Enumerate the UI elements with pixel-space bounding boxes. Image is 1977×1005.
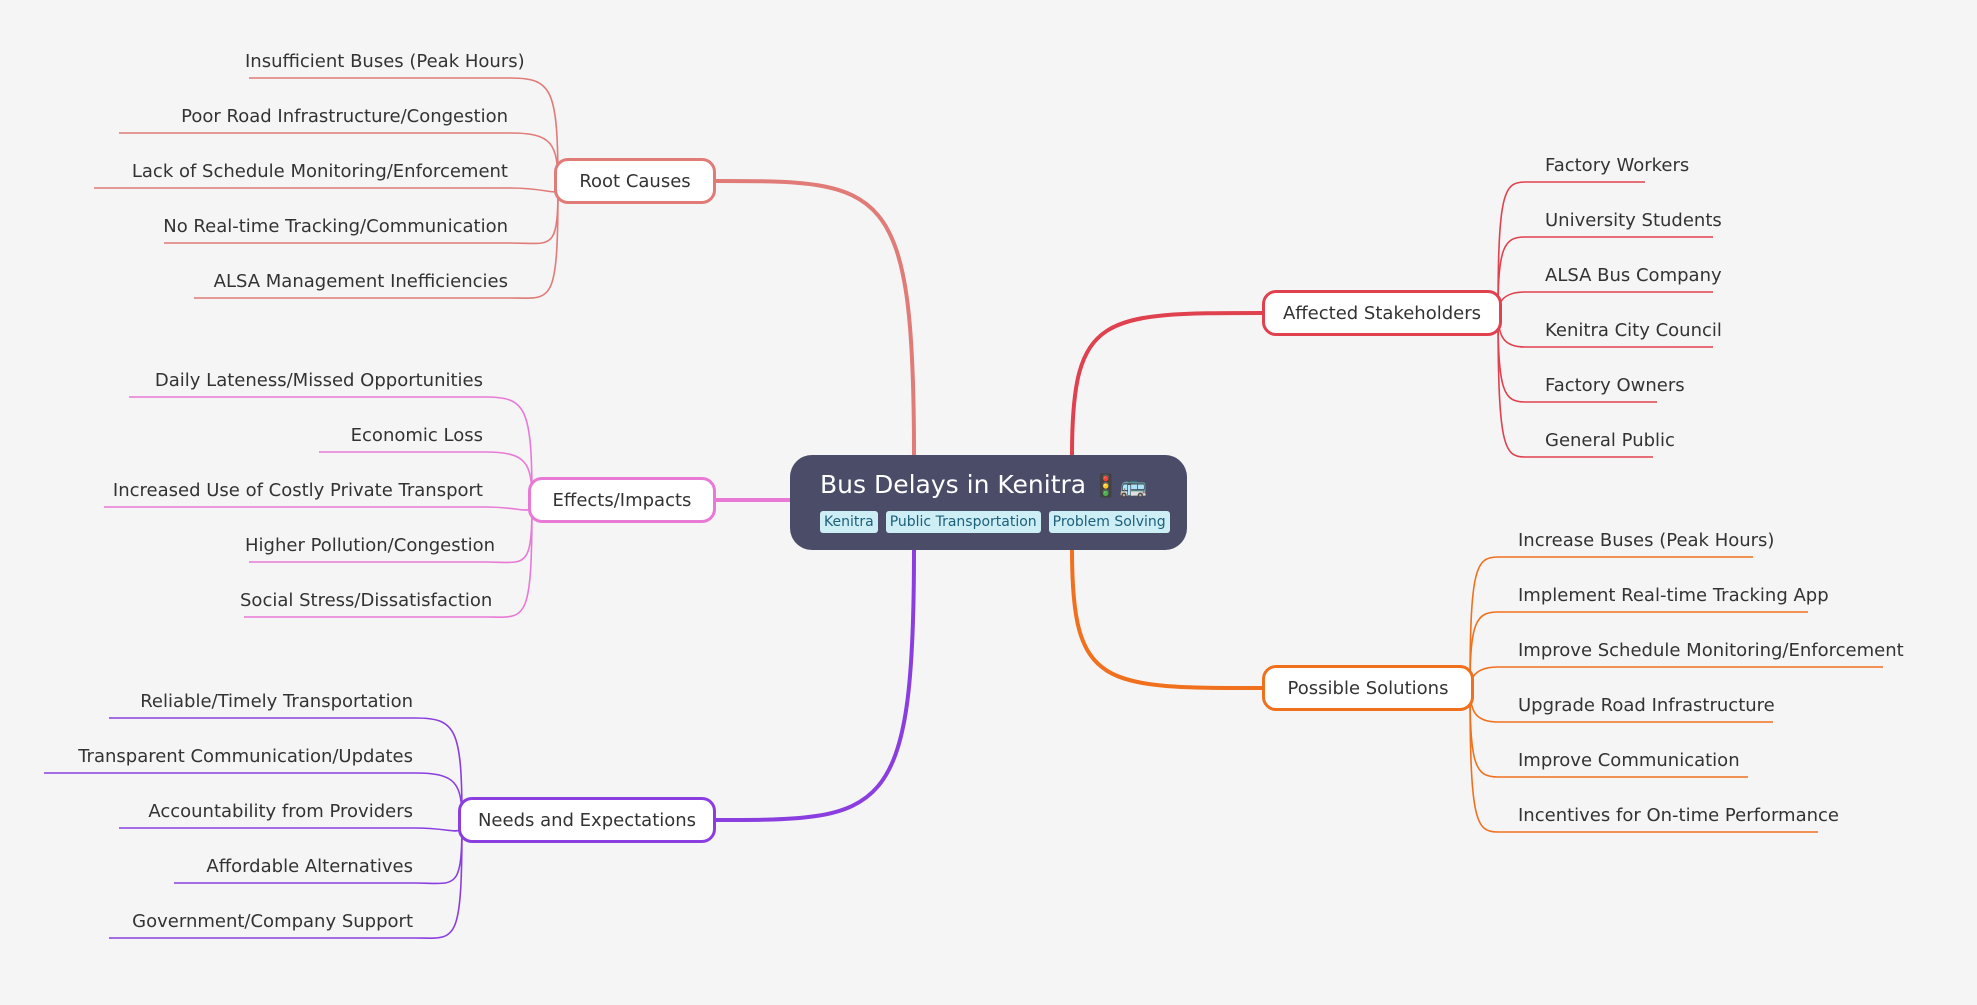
leaf-line [249, 77, 559, 187]
leaf-line [194, 185, 559, 299]
branch-effects-impacts[interactable]: Effects/Impacts [528, 477, 716, 523]
leaf-alsa-management-inefficiencies[interactable]: ALSA Management Inefficiencies [213, 271, 508, 292]
leaf-accountability-from-providers[interactable]: Accountability from Providers [148, 801, 413, 822]
tag-public-transportation[interactable]: Public Transportation [885, 511, 1041, 533]
leaf-affordable-alternatives[interactable]: Affordable Alternatives [206, 856, 413, 877]
leaf-improve-schedule-monitoring-enforcement[interactable]: Improve Schedule Monitoring/Enforcement [1518, 640, 1904, 661]
leaf-general-public[interactable]: General Public [1545, 430, 1675, 451]
leaf-increased-use-of-costly-private-transport[interactable]: Increased Use of Costly Private Transpor… [112, 480, 483, 501]
leaf-factory-owners[interactable]: Factory Owners [1545, 375, 1685, 396]
leaf-line [1469, 611, 1808, 690]
tag-problem-solving[interactable]: Problem Solving [1048, 511, 1170, 533]
leaf-line [1497, 236, 1713, 314]
leaf-line [109, 820, 463, 939]
connector-needs-and-expectations [715, 549, 916, 822]
leaf-no-real-time-tracking-communication[interactable]: No Real-time Tracking/Communication [163, 216, 508, 237]
tag-list: Kenitra Public Transportation Problem So… [820, 511, 1170, 533]
leaf-line [1497, 291, 1713, 314]
leaf-lack-of-schedule-monitoring-enforcement[interactable]: Lack of Schedule Monitoring/Enforcement [131, 161, 508, 182]
leaf-insufficient-buses-peak-hours[interactable]: Insufficient Buses (Peak Hours) [245, 51, 525, 72]
traffic-light-bus-emoji-icon: 🚦🚌 [1092, 474, 1147, 499]
leaf-line [1497, 181, 1645, 314]
leaf-university-students[interactable]: University Students [1545, 210, 1722, 231]
leaf-line [1469, 688, 1818, 833]
branch-root-causes[interactable]: Root Causes [554, 158, 716, 204]
connector-root-causes [715, 179, 916, 456]
tag-kenitra[interactable]: Kenitra [820, 511, 878, 533]
leaf-poor-road-infrastructure-congestion[interactable]: Poor Road Infrastructure/Congestion [181, 106, 508, 127]
connector-possible-solutions [1070, 549, 1263, 690]
branch-possible-solutions[interactable]: Possible Solutions [1262, 665, 1474, 711]
leaf-social-stress-dissatisfaction[interactable]: Social Stress/Dissatisfaction [240, 590, 493, 611]
leaf-line [1469, 556, 1753, 690]
leaf-line [1469, 666, 1883, 690]
leaf-improve-communication[interactable]: Improve Communication [1518, 750, 1740, 771]
leaf-incentives-for-on-time-performance[interactable]: Incentives for On-time Performance [1518, 805, 1839, 826]
leaf-line [94, 185, 559, 193]
connector-affected-stakeholders [1070, 311, 1263, 456]
leaf-line [1497, 312, 1653, 458]
branch-affected-stakeholders[interactable]: Affected Stakeholders [1262, 290, 1502, 336]
leaf-alsa-bus-company[interactable]: ALSA Bus Company [1545, 265, 1722, 286]
leaf-increase-buses-peak-hours[interactable]: Increase Buses (Peak Hours) [1518, 530, 1775, 551]
leaf-economic-loss[interactable]: Economic Loss [350, 425, 483, 446]
leaf-government-company-support[interactable]: Government/Company Support [132, 911, 413, 932]
leaf-factory-workers[interactable]: Factory Workers [1545, 155, 1690, 176]
leaf-kenitra-city-council[interactable]: Kenitra City Council [1545, 320, 1722, 341]
central-topic[interactable]: Bus Delays in Kenitra🚦🚌 Kenitra Public T… [790, 455, 1187, 550]
leaf-implement-real-time-tracking-app[interactable]: Implement Real-time Tracking App [1518, 585, 1829, 606]
leaf-reliable-timely-transportation[interactable]: Reliable/Timely Transportation [140, 691, 413, 712]
leaf-line [244, 500, 533, 618]
central-topic-title: Bus Delays in Kenitra🚦🚌 [820, 467, 1157, 505]
central-topic-label: Bus Delays in Kenitra [820, 470, 1087, 499]
leaf-line [109, 717, 463, 822]
leaf-upgrade-road-infrastructure[interactable]: Upgrade Road Infrastructure [1518, 695, 1775, 716]
leaf-line [129, 396, 533, 502]
leaf-transparent-communication-updates[interactable]: Transparent Communication/Updates [78, 746, 413, 767]
branch-needs-and-expectations[interactable]: Needs and Expectations [458, 797, 716, 843]
leaf-daily-lateness-missed-opportunities[interactable]: Daily Lateness/Missed Opportunities [154, 370, 483, 391]
leaf-higher-pollution-congestion[interactable]: Higher Pollution/Congestion [245, 535, 496, 556]
